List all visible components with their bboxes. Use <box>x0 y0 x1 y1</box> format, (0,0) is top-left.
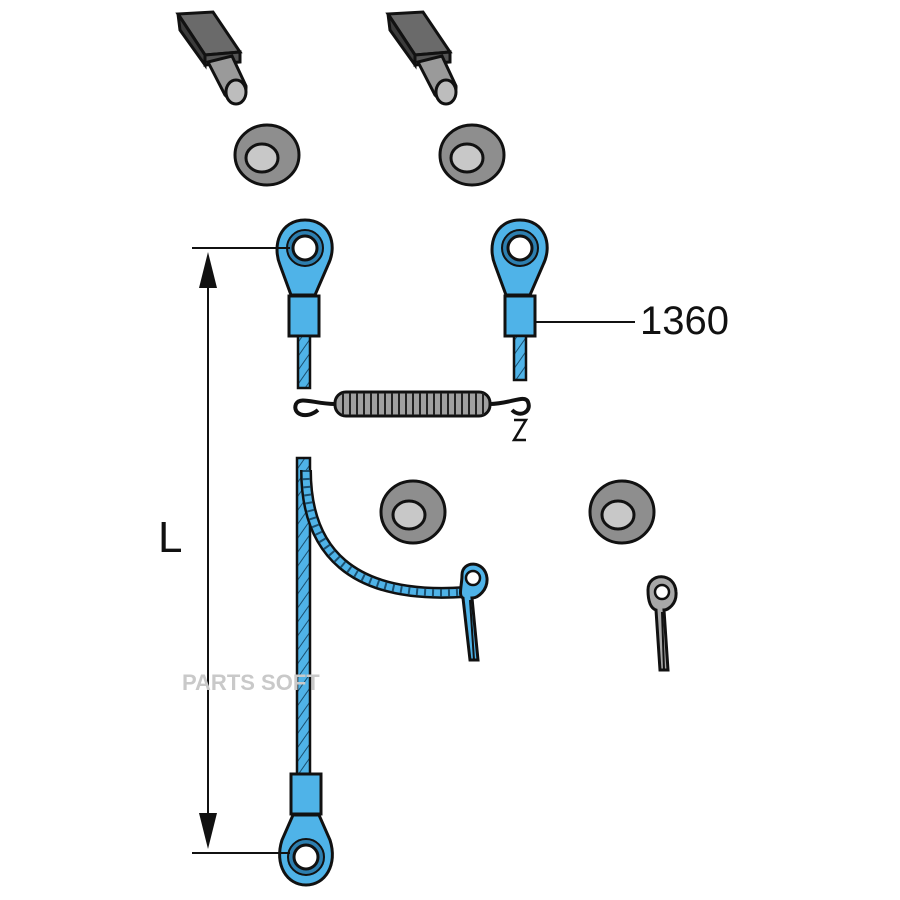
pin-bolt-left <box>175 10 248 106</box>
part-number-label: 1360 <box>640 299 729 343</box>
dimension-label: L <box>158 513 182 562</box>
cable-eyelet-top-right <box>490 218 549 442</box>
cotter-pin-right <box>646 575 678 672</box>
watermark-text: PARTS SOFT <box>182 670 320 695</box>
washer-top-right <box>438 123 506 187</box>
cable-eyelet-top-left <box>275 218 334 390</box>
dimension-l-marker <box>192 247 290 854</box>
washer-top-left <box>233 123 301 187</box>
washer-middle-left <box>379 479 447 545</box>
tension-spring <box>293 390 531 418</box>
washer-middle-right <box>588 479 656 545</box>
pin-bolt-right <box>385 10 458 106</box>
long-cable <box>278 456 466 887</box>
cotter-pin-left <box>458 562 489 662</box>
